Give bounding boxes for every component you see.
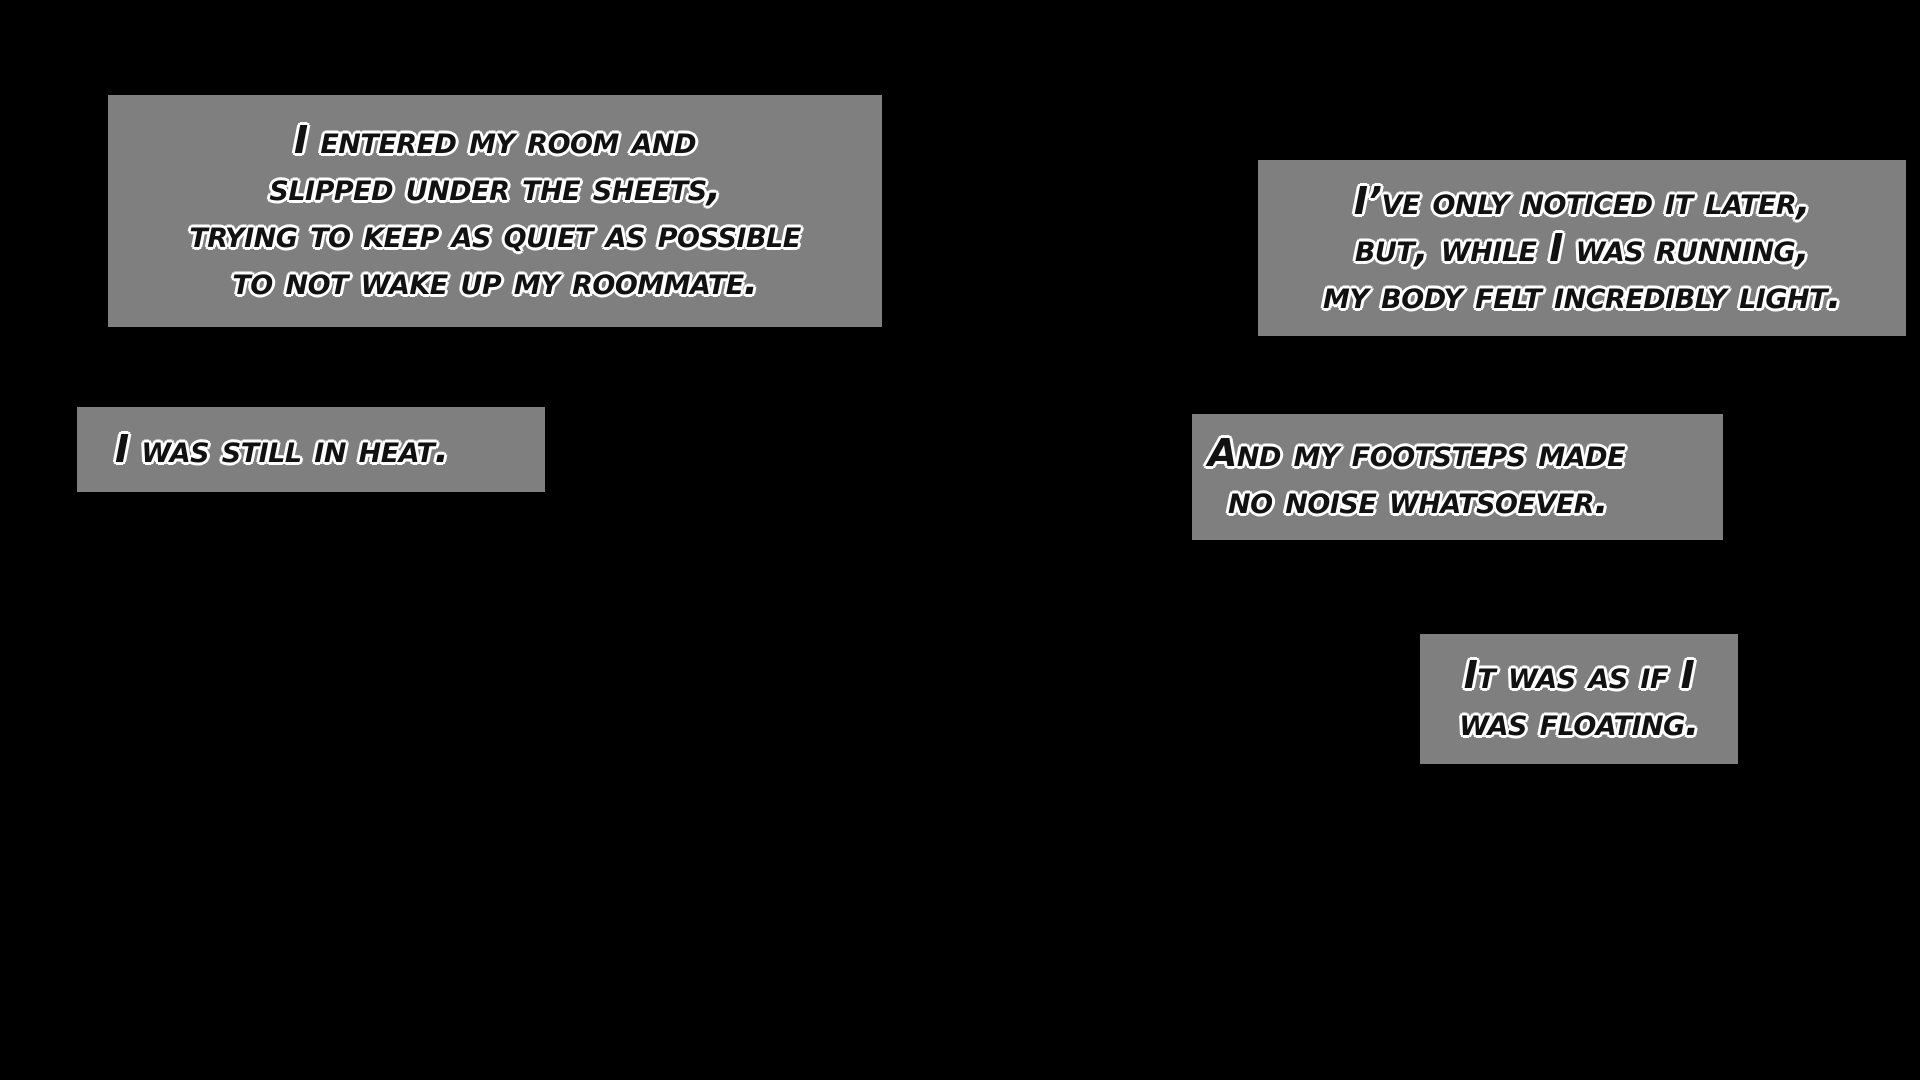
caption-line: I was still in heat. (115, 427, 449, 471)
caption-box-still-in-heat: I was still in heat. (77, 407, 545, 492)
caption-line: no noise whatsoever. (1228, 478, 1609, 522)
caption-line: I’ve only noticed it later, (1353, 178, 1811, 223)
caption-box-noticed-later: I’ve only noticed it later, but, while I… (1258, 160, 1906, 336)
caption-line: trying to keep as quiet as possible (189, 212, 801, 256)
caption-line: slipped under the sheets, (269, 165, 721, 209)
caption-line: It was as if I (1463, 653, 1695, 697)
caption-line: my body felt incredibly light. (1323, 272, 1841, 317)
caption-box-floating: It was as if I was floating. (1420, 634, 1738, 764)
caption-line: I entered my room and (294, 118, 697, 162)
caption-box-footsteps: And my footsteps made no noise whatsoeve… (1192, 414, 1723, 540)
caption-box-entered-room: I entered my room and slipped under the … (108, 95, 882, 327)
caption-line: was floating. (1459, 700, 1699, 744)
caption-line: And my footsteps made (1208, 431, 1625, 475)
caption-line: but, while I was running, (1354, 225, 1810, 270)
caption-line: to not wake up my roommate. (232, 259, 758, 303)
